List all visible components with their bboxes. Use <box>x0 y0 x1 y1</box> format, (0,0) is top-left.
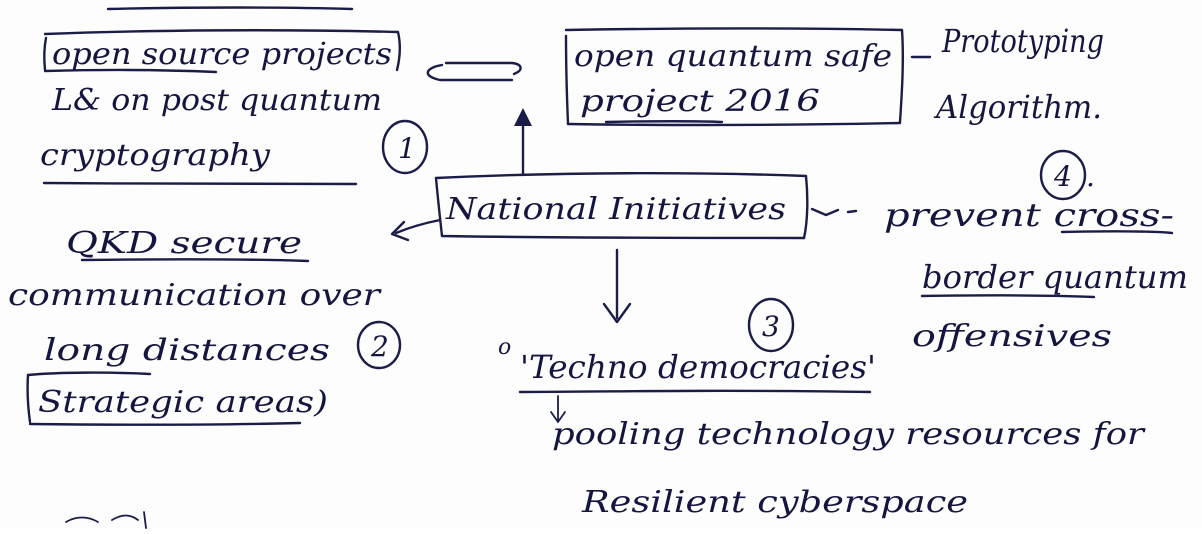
techno-title: 'Techno democracies' <box>520 348 876 386</box>
central-label: National Initiatives <box>445 192 786 227</box>
oqs-underline <box>604 120 724 124</box>
central-box-top-right <box>434 172 809 240</box>
open-source-box-top-right <box>43 29 401 72</box>
badge-one: 1 <box>398 132 416 165</box>
top-edge-underline <box>106 6 354 11</box>
qkd-underline <box>80 258 310 263</box>
techno-line-1: pooling technology resources for <box>552 417 1146 452</box>
down-arrow-icon <box>602 248 632 324</box>
badge-four-circle <box>1039 149 1087 201</box>
qkd-line-1: QKD secure <box>66 226 302 261</box>
open-source-underline <box>42 181 358 186</box>
up-arrow-icon <box>514 108 532 177</box>
qkd-line-2: communication over <box>8 278 382 313</box>
badge-four: 4 <box>1053 160 1072 193</box>
open-source-line-2: L& on post quantum <box>51 83 382 118</box>
badge-four-dot: . <box>1086 160 1095 193</box>
central-box-left-bottom <box>434 176 806 240</box>
right-arrow-icon <box>810 207 858 217</box>
stray-mark: o <box>498 335 511 360</box>
techno-line-2: Resilient cyberspace <box>581 485 968 520</box>
strategic-underline <box>28 421 302 426</box>
badge-one-circle <box>381 119 429 175</box>
oqs-box-top-right <box>564 27 905 124</box>
prevent-line-2: border quantum <box>922 258 1188 296</box>
open-source-line-3: cryptography <box>40 138 271 173</box>
small-down-arrow-icon <box>550 395 566 423</box>
bidirectional-arrow-icon <box>426 61 522 82</box>
badge-two: 2 <box>370 330 389 363</box>
prevent-line-3: offensives <box>912 319 1112 354</box>
bottom-scribble-1 <box>65 516 99 523</box>
badge-three: 3 <box>762 310 780 343</box>
open-source-title: open source projects <box>52 37 392 72</box>
open-source-box-bottom <box>43 68 218 74</box>
qkd-line-3: long distances <box>44 333 330 368</box>
bottom-scribble-2 <box>111 514 139 521</box>
prevent-line-1: prevent cross- <box>884 196 1174 234</box>
oqs-line-1: open quantum safe <box>574 39 892 74</box>
prototyping-line-2: Algorithm. <box>933 88 1102 126</box>
left-arrow-icon <box>390 218 442 242</box>
cross-underline <box>1060 230 1174 235</box>
open-source-box-left <box>43 36 48 72</box>
strategic-box-left <box>26 373 32 424</box>
oqs-box-bottom <box>566 121 902 127</box>
bottom-scribble-3 <box>143 511 147 529</box>
prototyping-line-1: Prototyping <box>941 22 1104 60</box>
oqs-line-2: project 2016 <box>580 84 820 119</box>
oqs-box-left <box>564 34 570 126</box>
strategic-areas: Strategic areas) <box>38 385 328 420</box>
techno-underline <box>518 389 872 394</box>
badge-two-circle <box>356 320 402 370</box>
border-underline <box>920 294 1096 299</box>
strategic-box-top <box>26 371 152 377</box>
badge-three-circle <box>747 297 795 353</box>
